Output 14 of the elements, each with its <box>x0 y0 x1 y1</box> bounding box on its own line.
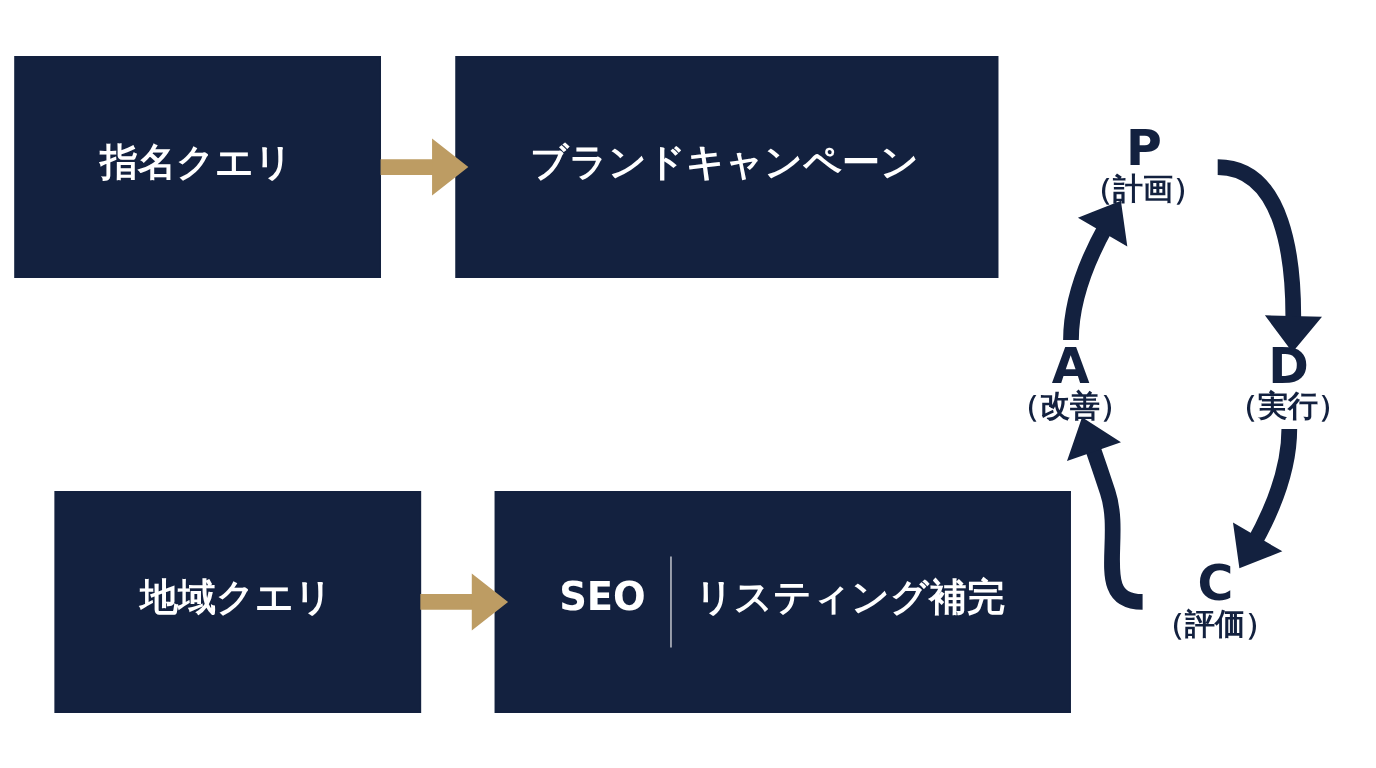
node-text: A （改善） <box>1009 337 1130 423</box>
arrow <box>420 572 509 631</box>
arrow <box>1216 158 1322 352</box>
node-box: 地域クエリ <box>54 490 422 713</box>
node-box: ブランドキャンペーン <box>455 55 999 278</box>
node-text: D （実行） <box>1228 337 1349 423</box>
node-text: P （計画） <box>1083 119 1204 206</box>
node-box: SEO リスティング補完 <box>494 490 1071 713</box>
arrow <box>1067 416 1144 610</box>
arrow <box>380 137 469 196</box>
arrow <box>1063 200 1128 340</box>
arrow <box>1232 428 1298 568</box>
node-text: C （評価） <box>1154 554 1275 641</box>
node-box: 指名クエリ <box>14 55 381 278</box>
